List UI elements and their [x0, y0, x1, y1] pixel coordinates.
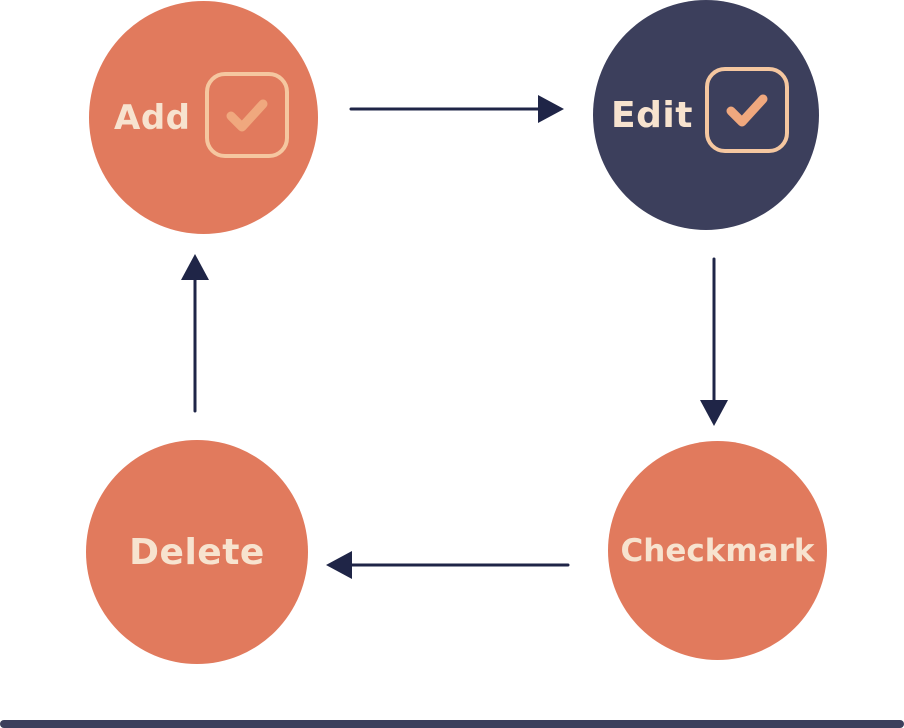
checkmark-icon	[226, 99, 268, 132]
checkbox-checked-icon	[705, 67, 789, 153]
node-delete[interactable]: Delete	[86, 440, 308, 664]
node-edit[interactable]: Edit	[593, 0, 819, 230]
node-add[interactable]: Add	[89, 1, 318, 234]
node-checkmark-label: Checkmark	[620, 532, 815, 569]
checkbox-checked-icon	[205, 72, 289, 158]
arrow-checkmark-to-delete	[326, 551, 570, 579]
node-delete-label: Delete	[129, 531, 265, 573]
arrow-add-to-edit	[349, 95, 564, 123]
checkmark-icon	[726, 94, 768, 127]
node-edit-label: Edit	[611, 94, 693, 136]
arrow-edit-to-checkmark	[700, 257, 728, 426]
node-add-label: Add	[114, 97, 191, 138]
bottom-divider	[0, 720, 904, 728]
node-checkmark[interactable]: Checkmark	[608, 441, 827, 660]
arrow-delete-to-add	[181, 254, 209, 413]
